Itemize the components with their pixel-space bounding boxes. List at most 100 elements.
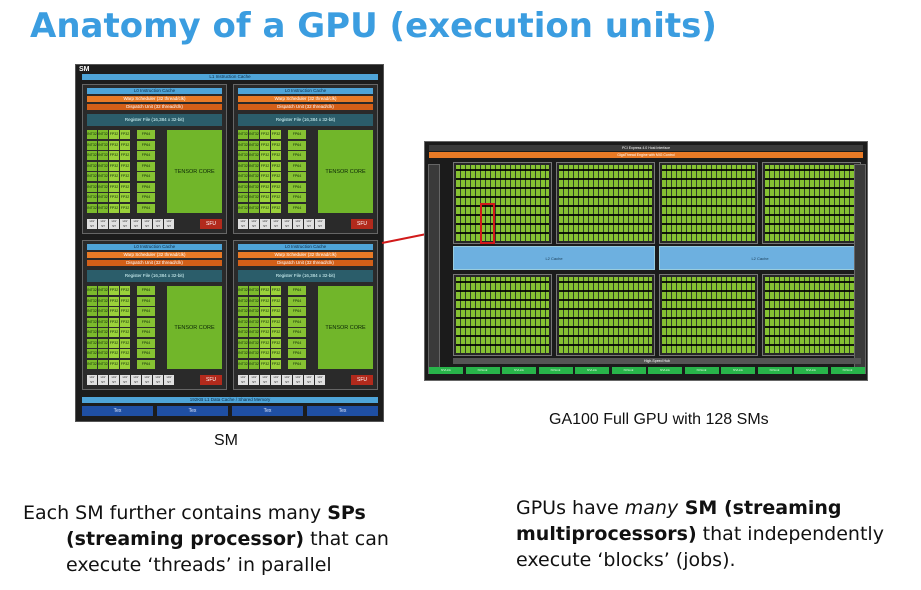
fp32-core: FP32 <box>120 182 130 192</box>
fp32-core: FP32 <box>120 328 130 337</box>
sm-array <box>456 165 549 241</box>
st-label: ST <box>123 224 127 228</box>
ld-st-unit: LD/ST <box>109 219 119 229</box>
nvlink-port: NVLink <box>830 367 865 374</box>
fp32-core: FP32 <box>120 140 130 150</box>
st-label: ST <box>134 380 138 384</box>
text-right-bold: SM (streaming multiprocessors) <box>516 497 842 545</box>
gpc-block <box>556 162 655 244</box>
fp64-core: FP64 <box>137 328 155 337</box>
fp32-core: FP32 <box>271 182 281 192</box>
fp32-core: FP32 <box>109 140 119 150</box>
int32-core: INT32 <box>238 317 248 327</box>
gpc-block <box>453 162 552 244</box>
st-label: ST <box>252 380 256 384</box>
l0-instruction-cache: L0 Instruction Cache <box>87 244 222 250</box>
nvlink-port: NVLink <box>721 367 755 374</box>
sm-array <box>765 165 858 241</box>
ld-st-unit: LD/ST <box>260 375 270 385</box>
ld-label: LD/ <box>284 219 290 223</box>
int32-core: INT32 <box>87 338 97 348</box>
int32-core: INT32 <box>87 172 97 181</box>
fp32-core: FP32 <box>120 203 130 213</box>
ld-st-unit: LD/ST <box>238 375 248 385</box>
fp32-core: FP32 <box>109 286 119 295</box>
ld-label: LD/ <box>133 219 139 223</box>
fp64-core: FP64 <box>288 317 306 327</box>
nvlink-port: NVLink <box>465 367 500 374</box>
gpc-block <box>762 162 861 244</box>
st-label: ST <box>318 224 322 228</box>
st-label: ST <box>112 380 116 384</box>
register-file: Register File (16,384 x 32-bit) <box>238 270 373 282</box>
int32-core: INT32 <box>87 307 97 316</box>
ld-label: LD/ <box>273 375 279 379</box>
ld-st-unit: LD/ST <box>282 219 292 229</box>
fp64-core: FP64 <box>137 182 155 192</box>
sm-array <box>559 277 652 353</box>
sm-array <box>765 277 858 353</box>
fp64-core: FP64 <box>288 286 306 295</box>
int32-core: INT32 <box>98 338 108 348</box>
ld-label: LD/ <box>166 219 172 223</box>
fp32-core: FP32 <box>271 307 281 316</box>
ld-label: LD/ <box>317 219 323 223</box>
int32-core: INT32 <box>87 359 97 369</box>
ld-label: LD/ <box>133 375 139 379</box>
gpc-block <box>762 274 861 356</box>
fp32-core: FP32 <box>109 349 119 358</box>
l0-instruction-cache: L0 Instruction Cache <box>238 244 373 250</box>
fp32-core: FP32 <box>260 328 270 337</box>
fp32-core: FP32 <box>109 296 119 306</box>
fp64-core: FP64 <box>288 349 306 358</box>
tex-unit: Tex <box>232 406 303 416</box>
ld-label: LD/ <box>240 219 246 223</box>
tensor-core: TENSOR CORE <box>318 130 373 213</box>
tex-unit: Tex <box>307 406 378 416</box>
gpu-description: GPUs have many SM (streaming multiproces… <box>516 495 896 573</box>
fp64-core: FP64 <box>288 182 306 192</box>
register-file: Register File (16,384 x 32-bit) <box>238 114 373 126</box>
fp32-core: FP32 <box>109 161 119 171</box>
st-label: ST <box>145 224 149 228</box>
ld-label: LD/ <box>306 219 312 223</box>
int32-core: INT32 <box>238 296 248 306</box>
ld-label: LD/ <box>251 375 257 379</box>
ld-st-unit: LD/ST <box>142 375 152 385</box>
fp64-core: FP64 <box>288 296 306 306</box>
int32-core: INT32 <box>98 182 108 192</box>
text-left-prefix: Each SM further contains many <box>23 502 328 524</box>
ld-label: LD/ <box>100 219 106 223</box>
nvlink-port: NVLink <box>648 367 682 374</box>
ld-st-unit: LD/ST <box>315 375 325 385</box>
ld-st-unit: LD/ST <box>249 219 259 229</box>
int32-core: INT32 <box>238 286 248 295</box>
nvlink-port: NVLink <box>757 367 792 374</box>
fp64-core: FP64 <box>137 296 155 306</box>
fp32-core: FP32 <box>271 172 281 181</box>
ld-st-unit: LD/ST <box>164 219 174 229</box>
pcie-interface: PCI Express 4.0 Host Interface <box>429 145 863 151</box>
fp32-core: FP32 <box>260 307 270 316</box>
fp64-core: FP64 <box>137 161 155 171</box>
ld-st-unit: LD/ST <box>153 219 163 229</box>
fp64-core: FP64 <box>137 359 155 369</box>
fp64-core: FP64 <box>137 338 155 348</box>
st-label: ST <box>134 224 138 228</box>
l2-cache-right: L2 Cache <box>659 246 861 270</box>
sfu-unit: SFU <box>351 219 373 229</box>
